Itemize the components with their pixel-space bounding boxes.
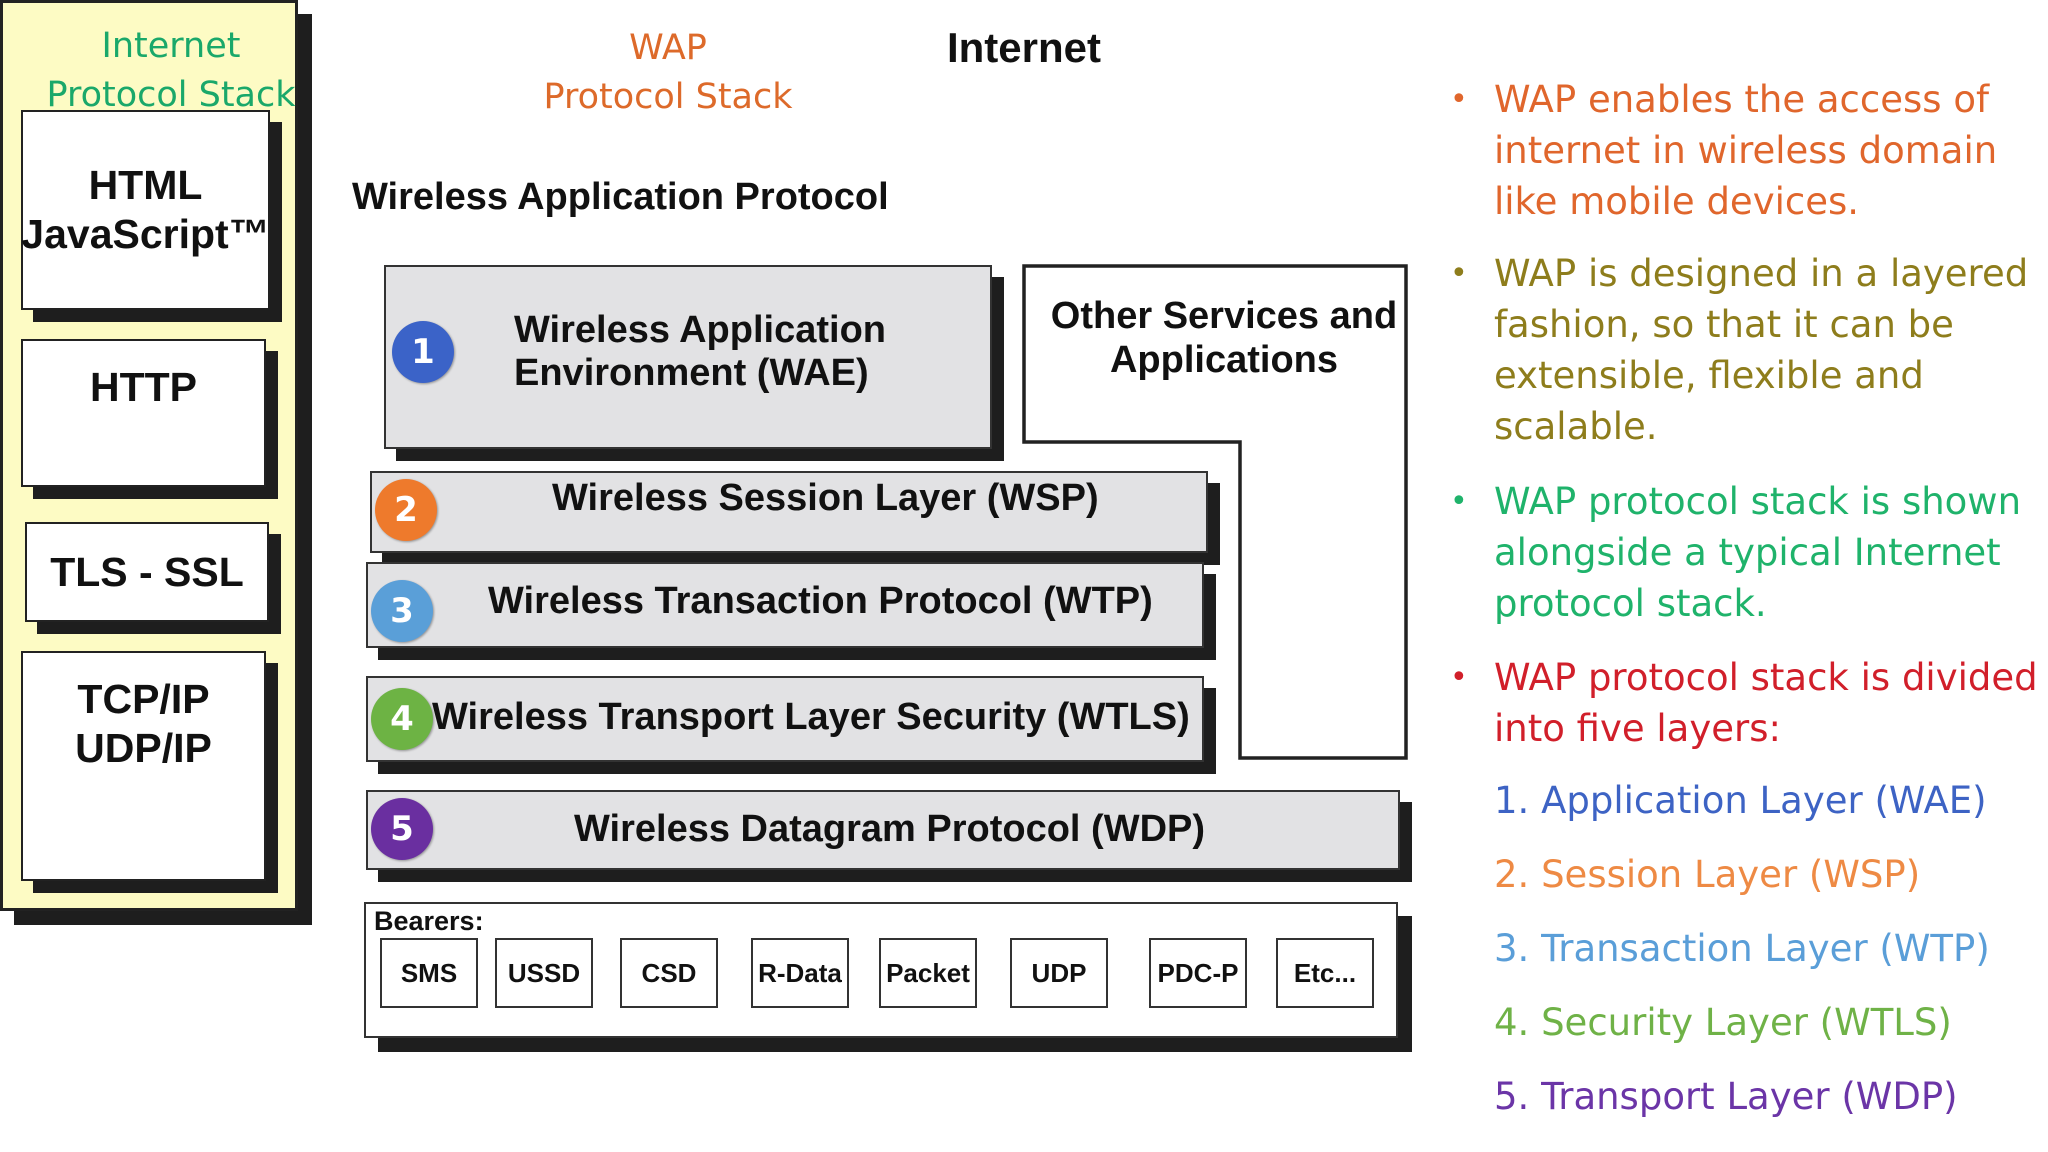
bearer-r-data: R-Data bbox=[751, 938, 849, 1008]
bullet-text: WAP enables the access of internet in wi… bbox=[1494, 78, 1998, 223]
tls-ssl-box: TLS - SSL bbox=[25, 522, 269, 622]
wae-layer: 1 Wireless Application Environment (WAE) bbox=[384, 265, 992, 449]
bullet-text: WAP protocol stack is divided into five … bbox=[1494, 656, 2038, 750]
layer-number-badge: 2 bbox=[375, 479, 437, 541]
internet-stack-title: Internet bbox=[946, 24, 1101, 71]
bullet-dot-icon: • bbox=[1450, 660, 1468, 695]
wtp-layer: 3 Wireless Transaction Protocol (WTP) bbox=[366, 562, 1204, 648]
other-services-panel: Other Services and Applications bbox=[1022, 264, 1452, 760]
bullet-dot-icon: • bbox=[1450, 82, 1468, 117]
layer-list-item: 4. Security Layer (WTLS) bbox=[1494, 1001, 1952, 1044]
bearer-pdc-p: PDC-P bbox=[1149, 938, 1247, 1008]
wap-stack-title: Wireless Application Protocol bbox=[352, 176, 889, 218]
http-box: HTTP bbox=[21, 339, 266, 487]
bullet-text: WAP protocol stack is shown alongside a … bbox=[1494, 480, 2022, 625]
other-services-label: Other Services and Applications bbox=[1050, 295, 1398, 381]
bullet-dot-icon: • bbox=[1450, 256, 1468, 291]
bullet-text: WAP is designed in a layered fashion, so… bbox=[1494, 252, 2029, 448]
wsp-layer-label: Wireless Session Layer (WSP) bbox=[552, 477, 1099, 519]
layer-list-item: 1. Application Layer (WAE) bbox=[1494, 779, 1987, 822]
wsp-layer: 2 Wireless Session Layer (WSP) bbox=[370, 471, 1208, 553]
wdp-layer-label: Wireless Datagram Protocol (WDP) bbox=[574, 808, 1206, 850]
layer-number-badge: 3 bbox=[371, 580, 433, 642]
layer-number-badge: 4 bbox=[371, 688, 433, 750]
bearer-csd: CSD bbox=[620, 938, 718, 1008]
wtls-layer: 4 Wireless Transport Layer Security (WTL… bbox=[366, 676, 1204, 762]
wtp-layer-label: Wireless Transaction Protocol (WTP) bbox=[488, 580, 1153, 622]
bearer-etc: Etc... bbox=[1276, 938, 1374, 1008]
bullet-dot-icon: • bbox=[1450, 484, 1468, 519]
bearer-udp: UDP bbox=[1010, 938, 1108, 1008]
wae-layer-label: Wireless Application Environment (WAE) bbox=[514, 309, 887, 394]
other-services-outline bbox=[1022, 264, 1408, 760]
bearers-title: Bearers: bbox=[374, 906, 484, 936]
wap-stack-heading: WAP Protocol Stack bbox=[543, 28, 793, 117]
bearer-ussd: USSD bbox=[495, 938, 593, 1008]
layer-number-badge: 5 bbox=[371, 798, 433, 860]
bearer-packet: Packet bbox=[879, 938, 977, 1008]
bearer-sms: SMS bbox=[380, 938, 478, 1008]
internet-stack-heading: Internet Protocol Stack bbox=[46, 26, 296, 115]
internet-stack-panel: Internet HTML JavaScript™ HTTP TLS - SSL… bbox=[0, 0, 1101, 911]
html-javascript-box: HTML JavaScript™ bbox=[21, 110, 270, 310]
bearers-panel: Bearers: SMS USSD CSD R-Data Packet UDP … bbox=[364, 902, 1398, 1038]
wdp-layer: 5 Wireless Datagram Protocol (WDP) bbox=[366, 790, 1400, 870]
layer-number-badge: 1 bbox=[392, 321, 454, 383]
tcp-udp-box: TCP/IP UDP/IP bbox=[21, 651, 266, 881]
layer-list-item: 2. Session Layer (WSP) bbox=[1494, 853, 1921, 896]
wtls-layer-label: Wireless Transport Layer Security (WTLS) bbox=[432, 696, 1190, 738]
layer-list-item: 5. Transport Layer (WDP) bbox=[1494, 1075, 1958, 1118]
layer-list-item: 3. Transaction Layer (WTP) bbox=[1494, 927, 1990, 970]
